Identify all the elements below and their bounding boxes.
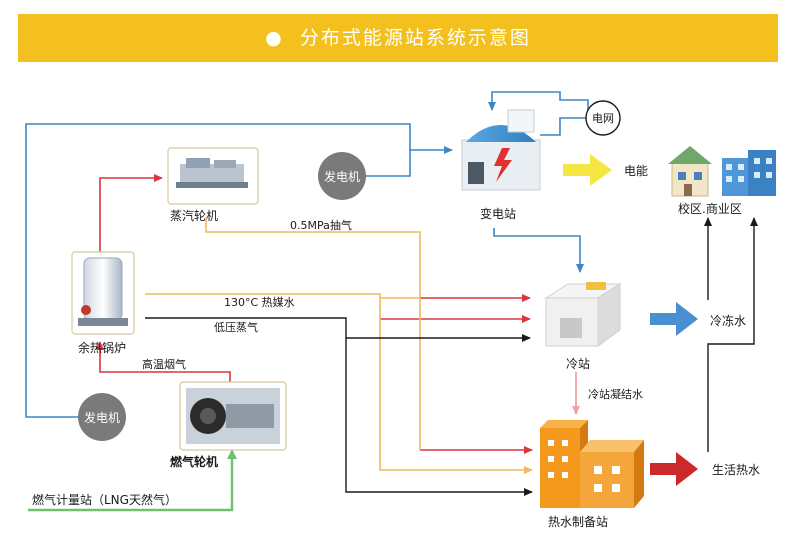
label-substation: 变电站 xyxy=(480,206,516,221)
label-extraction-steam: 0.5MPa抽气 xyxy=(290,218,352,232)
flow-line-substation-to-cooling xyxy=(493,228,584,273)
flow-line-heat-medium xyxy=(145,293,533,474)
substation-node xyxy=(461,109,541,191)
label-hot-water-station: 热水制备站 xyxy=(548,515,608,529)
flow-line-low-pressure-steam xyxy=(145,317,533,496)
flow-line-power-top xyxy=(366,150,411,177)
bullet-icon: ● xyxy=(265,27,300,49)
flow-line-grid-loop xyxy=(488,91,589,136)
label-domestic-hot-water: 生活热水 xyxy=(712,463,760,477)
label-low-pressure-steam: 低压蒸气 xyxy=(214,320,258,334)
label-generator-top: 发电机 xyxy=(324,169,360,184)
grid-node xyxy=(585,100,621,136)
campus-buildings xyxy=(668,146,776,197)
label-electricity: 电能 xyxy=(624,164,648,178)
cooling-station-node xyxy=(544,282,622,347)
label-generator-bottom: 发电机 xyxy=(84,410,120,425)
frozen-water-arrow xyxy=(650,302,698,336)
label-metering-station: 燃气计量站（LNG天然气） xyxy=(32,492,177,507)
label-campus: 校区.商业区 xyxy=(678,201,742,216)
flow-line-extraction-steam xyxy=(205,218,421,450)
label-steam-turbine: 蒸汽轮机 xyxy=(170,208,218,223)
hot-water-station-node xyxy=(540,420,644,508)
flow-line-boiler-to-turbine xyxy=(99,174,163,252)
label-condensate: 冷站凝结水 xyxy=(588,387,643,401)
title-bar: ● 分布式能源站系统示意图 xyxy=(18,14,778,62)
flow-line-power-main xyxy=(25,123,453,418)
hot-water-arrow xyxy=(650,452,698,486)
waste-heat-boiler-node xyxy=(71,251,135,335)
diagram-title: ● 分布式能源站系统示意图 xyxy=(265,27,531,49)
steam-turbine-node xyxy=(167,147,259,205)
label-cooling-station: 冷站 xyxy=(566,357,590,371)
gas-turbine-node xyxy=(179,381,287,451)
electricity-arrow xyxy=(563,154,612,186)
label-gas-turbine: 燃气轮机 xyxy=(170,454,218,469)
label-frozen-water: 冷冻水 xyxy=(710,313,746,328)
label-flue-gas: 高温烟气 xyxy=(142,357,186,371)
generator-bottom-node xyxy=(78,393,126,441)
generator-top-node xyxy=(318,152,366,200)
label-heat-medium-water: 130°C 热媒水 xyxy=(224,296,295,309)
flow-line-hot-water-up xyxy=(707,217,758,452)
flow-line-gas-supply xyxy=(28,449,237,512)
label-waste-heat-boiler: 余热锅炉 xyxy=(78,340,126,355)
flow-line-flue-gas xyxy=(96,341,231,382)
label-grid: 电网 xyxy=(592,112,614,125)
